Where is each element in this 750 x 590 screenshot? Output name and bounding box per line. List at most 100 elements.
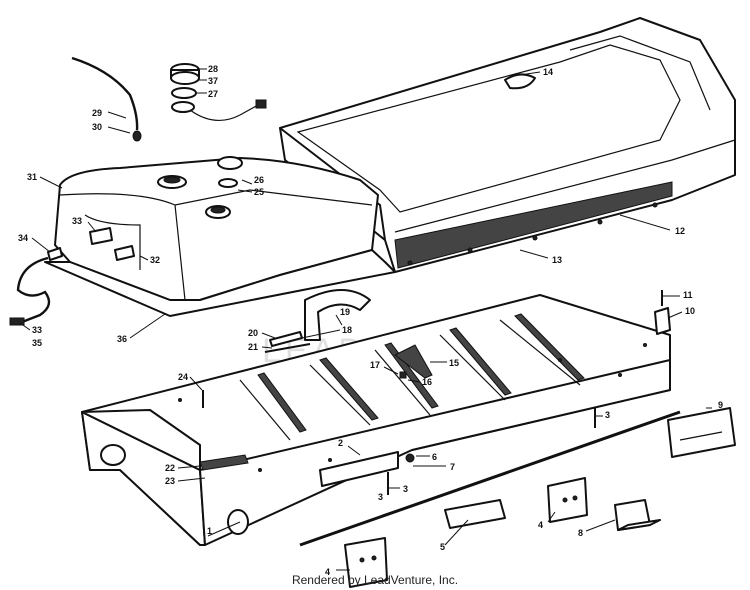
tunnel-rivet xyxy=(618,373,622,377)
callouts: 1 2 3 3 3 4 4 5 6 7 8 9 10 11 12 13 14 1… xyxy=(18,64,723,577)
rear-flap-line xyxy=(679,431,723,441)
vent-hose xyxy=(71,56,139,131)
tunnel-rib xyxy=(239,379,291,441)
callout-6: 6 xyxy=(432,452,437,462)
callout-23: 23 xyxy=(165,476,175,486)
leader-25 xyxy=(237,189,253,193)
leader-29 xyxy=(107,111,127,119)
callout-29: 29 xyxy=(92,108,102,118)
tunnel-rail xyxy=(384,342,439,409)
leader-32 xyxy=(139,255,149,261)
tunnel-rivet xyxy=(643,343,647,347)
gauge-wire xyxy=(189,104,259,121)
bracket-hole xyxy=(371,555,377,561)
vent-clamp xyxy=(132,130,142,142)
tunnel-rib xyxy=(374,349,431,416)
callout-16: 16 xyxy=(422,377,432,387)
callout-30: 30 xyxy=(92,122,102,132)
tunnel-insert xyxy=(319,451,399,487)
tunnel-rail xyxy=(257,372,307,433)
seat-rivet xyxy=(532,235,538,241)
callout-1: 1 xyxy=(207,526,212,536)
callout-27: 27 xyxy=(208,89,218,99)
rear-flap xyxy=(667,407,736,458)
leader-14 xyxy=(519,71,541,76)
callout-3-a: 3 xyxy=(605,410,610,420)
tunnel-rail xyxy=(319,357,379,421)
seat-rivet xyxy=(597,219,603,225)
fuel-tank-seam xyxy=(174,204,186,301)
corner-bracket xyxy=(654,307,671,335)
filler-ring-2 xyxy=(218,178,238,188)
fuel-fitting-2 xyxy=(114,245,135,261)
callout-33-a: 33 xyxy=(72,216,82,226)
callout-28: 28 xyxy=(208,64,218,74)
leader-22 xyxy=(177,465,201,469)
callout-24: 24 xyxy=(178,372,188,382)
filler-cap-2 xyxy=(217,156,243,170)
tank-pad xyxy=(44,249,396,317)
seat-rivet xyxy=(407,260,413,266)
leader-16 xyxy=(407,379,421,383)
credit-line: Rendered by LeadVenture, Inc. xyxy=(291,573,459,587)
line-fitting xyxy=(47,247,63,261)
leader-13 xyxy=(519,249,549,259)
tunnel-rail xyxy=(514,313,585,381)
seat-cushion-top xyxy=(296,44,681,213)
callout-37: 37 xyxy=(208,76,218,86)
callout-11: 11 xyxy=(683,290,693,300)
leader-1 xyxy=(207,521,241,537)
leader-19 xyxy=(335,314,343,326)
tunnel-rivet xyxy=(258,468,262,472)
callout-36: 36 xyxy=(117,334,127,344)
leader-20 xyxy=(261,332,276,339)
callout-25: 25 xyxy=(254,187,264,197)
callout-19: 19 xyxy=(340,307,350,317)
frame-rod xyxy=(299,410,681,547)
gauge-ring xyxy=(171,101,195,113)
fuel-neck-2-opening xyxy=(210,206,226,214)
callout-20: 20 xyxy=(248,328,258,338)
leader-26 xyxy=(241,179,253,185)
leader-21 xyxy=(261,346,273,349)
tunnel-rivet xyxy=(178,398,182,402)
leader-17 xyxy=(383,366,399,375)
callout-12: 12 xyxy=(675,226,685,236)
tunnel-rib xyxy=(499,319,581,386)
leader-36 xyxy=(129,313,166,339)
tunnel-side-front xyxy=(199,359,671,546)
fuel-fitting xyxy=(89,227,113,245)
side-cutout xyxy=(100,444,126,466)
leader-30 xyxy=(107,126,131,134)
cap-gasket xyxy=(171,87,197,99)
leader-2 xyxy=(347,445,361,456)
tunnel-rivet xyxy=(558,358,562,362)
leader-4b xyxy=(547,511,556,523)
mount-bracket xyxy=(344,537,388,588)
leader-33a xyxy=(87,221,97,233)
callout-26: 26 xyxy=(254,175,264,185)
gauge-connector xyxy=(255,99,267,109)
leader-18 xyxy=(301,329,341,339)
seat-base-trim xyxy=(394,181,673,269)
seat-backrest-edge xyxy=(569,35,711,111)
fuel-neck-opening xyxy=(163,176,181,184)
callout-18: 18 xyxy=(342,325,352,335)
tank-strap xyxy=(304,289,371,341)
callout-4-b: 4 xyxy=(325,567,330,577)
callout-5: 5 xyxy=(440,542,445,552)
tunnel-rivet xyxy=(328,458,332,462)
fuel-line-filter xyxy=(9,317,25,326)
callout-14: 14 xyxy=(543,67,553,77)
leader-23 xyxy=(177,477,206,482)
leader-34 xyxy=(31,237,51,253)
callout-33-b: 33 xyxy=(32,325,42,335)
fuel-line xyxy=(16,256,51,324)
fuel-cap-assembly xyxy=(170,63,267,121)
seat-rivet xyxy=(652,202,658,208)
callout-17: 17 xyxy=(370,360,380,370)
callout-15: 15 xyxy=(449,358,459,368)
leader-33b xyxy=(19,322,31,331)
leader-12 xyxy=(619,214,671,231)
